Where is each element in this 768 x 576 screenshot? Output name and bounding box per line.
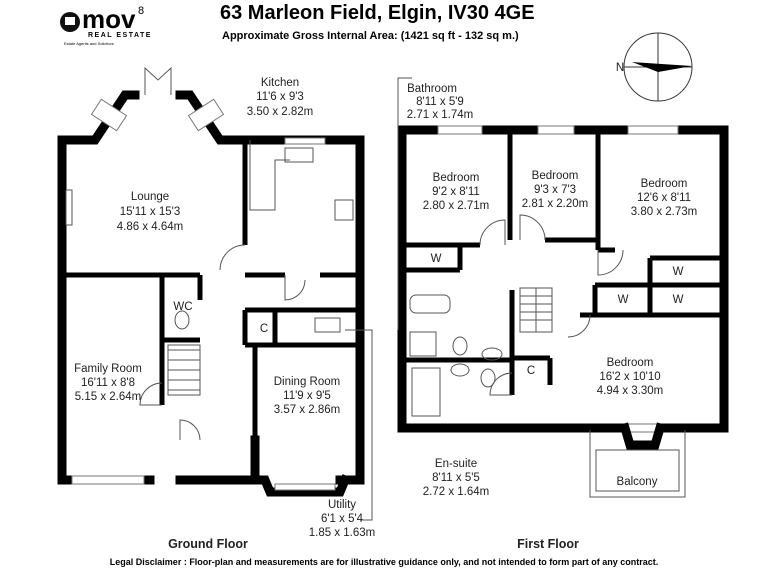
room-size-metric: 2.72 x 1.64m [423, 486, 489, 498]
wardrobe-label: W [673, 266, 684, 278]
room-size-imperial: 8'11 x 5'9 [416, 96, 464, 108]
floor-label: Ground Floor [168, 537, 248, 551]
room-size-metric: 2.71 x 1.74m [407, 109, 473, 121]
room-size-metric: 2.81 x 2.20m [522, 198, 588, 210]
compass-icon: N [616, 32, 693, 102]
cupboard-label: C [260, 323, 268, 335]
room-size-metric: 4.94 x 3.30m [597, 385, 663, 397]
room-size-imperial: 11'6 x 9'3 [256, 91, 304, 103]
room-size-metric: 3.57 x 2.86m [274, 404, 340, 416]
logo: mov 8 REAL ESTATE Estate Agents and Soli… [58, 4, 178, 46]
legal-disclaimer: Legal Disclaimer : Floor-plan and measur… [109, 557, 659, 567]
room-name: Bedroom [641, 178, 688, 190]
room-name: Kitchen [261, 77, 299, 89]
first-floor-plan: Bathroom 8'11 x 5'9 2.71 x 1.74m Bedroom… [397, 77, 729, 551]
room-size-metric: 3.50 x 2.82m [247, 106, 313, 118]
room-name: Bedroom [433, 172, 480, 184]
room-size-imperial: 11'9 x 9'5 [283, 390, 331, 402]
room-name: Utility [328, 499, 356, 511]
room-name: Bedroom [607, 357, 654, 369]
room-size-metric: 4.86 x 4.64m [117, 221, 183, 233]
room-size-imperial: 9'2 x 8'11 [432, 186, 480, 198]
cupboard-label: C [527, 365, 535, 377]
room-name: Family Room [74, 363, 142, 375]
room-size-imperial: 16'2 x 10'10 [599, 371, 660, 383]
room-size-imperial: 12'6 x 8'11 [637, 192, 691, 204]
room-size-imperial: 8'11 x 5'5 [432, 472, 480, 484]
ground-floor-plan: Lounge 15'11 x 15'3 4.86 x 4.64m Kitchen… [57, 66, 375, 551]
gross-area: Approximate Gross Internal Area: (1421 s… [222, 30, 519, 42]
balcony-label: Balcony [617, 476, 658, 488]
room-size-metric: 2.80 x 2.71m [423, 200, 489, 212]
room-name: En-suite [435, 458, 477, 470]
room-size-metric: 1.85 x 1.63m [309, 527, 375, 539]
room-size-imperial: 15'11 x 15'3 [120, 206, 180, 218]
compass-north-label: N [616, 62, 624, 74]
room-size-imperial: 6'1 x 5'4 [321, 513, 364, 525]
room-size-imperial: 16'11 x 8'8 [81, 377, 135, 389]
wardrobe-label: W [673, 294, 684, 306]
page-title: 63 Marleon Field, Elgin, IV30 4GE [220, 2, 535, 24]
room-size-metric: 5.15 x 2.64m [75, 391, 141, 403]
room-size-metric: 3.80 x 2.73m [631, 206, 697, 218]
logo-brand: mov [82, 4, 136, 34]
room-name: Dining Room [274, 376, 340, 388]
logo-superscript: 8 [138, 5, 145, 17]
logo-tagline: REAL ESTATE [88, 32, 152, 39]
logo-mark-inner [65, 17, 75, 25]
room-name: Bathroom [407, 83, 457, 95]
room-size-imperial: 9'3 x 7'3 [534, 184, 576, 196]
logo-sub: Estate Agents and Solicitors [64, 41, 114, 46]
room-name: Bedroom [532, 170, 579, 182]
room-name: Lounge [131, 191, 169, 203]
wardrobe-label: W [431, 253, 442, 265]
wc-label: WC [173, 301, 192, 313]
wardrobe-label: W [618, 294, 629, 306]
floor-label: First Floor [517, 537, 579, 551]
